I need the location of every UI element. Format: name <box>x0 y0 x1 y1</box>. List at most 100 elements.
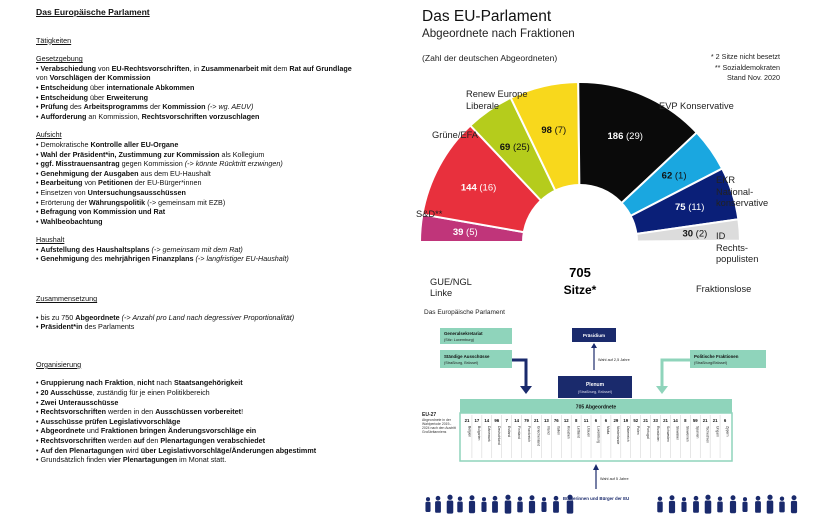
notes-run: im Monat statt. <box>177 455 227 465</box>
abgeordnete-label: 705 Abgeordnete <box>576 405 617 411</box>
plenum-box <box>558 376 632 398</box>
notes-run: • <box>36 207 41 217</box>
notes-item: • Grundsätzlich finden vier Plenartagung… <box>36 455 396 465</box>
notes-run: Währungspolitik <box>88 197 146 207</box>
country-name: Kroatien <box>567 426 571 439</box>
section-heading: Zusammensetzung <box>36 294 98 304</box>
total-label: Sitze* <box>564 283 597 297</box>
notes-run: nicht <box>137 378 155 388</box>
person-icon <box>435 495 441 513</box>
notes-run: Ausschüsse prüfen Legislativvorschläge <box>40 416 181 426</box>
chart-title: Das EU-Parlament <box>422 8 552 25</box>
infographic: Das EU-Parlament Abgeordnete nach Frakti… <box>400 0 828 518</box>
arrow-ausschuesse-head <box>520 386 532 394</box>
subsection-heading: Gesetzgebung <box>36 54 83 64</box>
label-gruene: Grüne/EFA <box>432 130 478 140</box>
notes-item: • Aufstellung des Haushaltsplans (-> gem… <box>36 245 396 255</box>
country-seats: 13 <box>544 418 549 423</box>
person-icon <box>504 494 512 514</box>
eu27-note: Abgeordnete in der Wahlperiode 2019–2024… <box>422 418 456 434</box>
notes-run: Aufforderung <box>40 111 87 121</box>
country-seats: 33 <box>653 418 658 423</box>
ausschuesse-sub: (Straßburg, Brüssel) <box>444 361 479 365</box>
countries-panel <box>459 412 733 462</box>
person-icon <box>528 495 536 514</box>
person-icon <box>457 496 463 513</box>
country-name: Lettland <box>576 426 580 438</box>
wahl-5-label: Wahl auf 5 Jahre <box>600 477 629 481</box>
notes-run: • <box>36 426 41 436</box>
notes-item: • Entscheidung über internationale Abkom… <box>36 83 396 93</box>
notes-item: • Genehmigung der Ausgaben aus dem EU-Ha… <box>36 169 396 179</box>
notes-run: von <box>36 73 50 83</box>
notes-run: Entscheidung <box>40 92 89 102</box>
label-id-line3: populisten <box>716 254 759 264</box>
notes-run: Befragung von Kommission und Rat <box>40 207 166 217</box>
notes-run: • Erörterung der <box>36 197 89 207</box>
country-seats: 59 <box>693 418 698 423</box>
notes-run: • bis zu 750 <box>36 312 76 322</box>
label-ekr-line1: EKR <box>716 175 736 185</box>
fraktionen-label: Politische Fraktionen <box>694 354 739 359</box>
notes-run: von <box>82 178 99 188</box>
country-seats: 17 <box>474 418 479 423</box>
notes-run: ggf. Misstrauensantrag <box>40 159 120 169</box>
label-ekr: EKR National- konservative <box>716 175 768 210</box>
pie-chart: 39 (5)144 (16)69 (25)98 (7)186 (29)62 (1… <box>418 80 742 300</box>
person-icon <box>779 496 785 513</box>
country-name: Deutschland <box>497 426 501 445</box>
parliament-diagram: Das Europäische Parlament Generalsekreta… <box>422 309 798 514</box>
notes-run: Genehmigung <box>40 254 89 264</box>
person-icon <box>681 497 687 512</box>
notes-item: • Einsetzen von Untersuchungsausschüssen <box>36 188 396 198</box>
fraktionen-box <box>690 350 766 368</box>
label-gue-line1: GUE/NGL <box>430 277 472 287</box>
notes-run: • <box>36 244 41 254</box>
section-heading: Tätigkeiten <box>36 35 72 45</box>
notes-item: • Ausschüsse prüfen Legislativvorschläge <box>36 417 396 427</box>
notes-run: Zusammenarbeit mit <box>201 63 272 73</box>
country-seats: 21 <box>465 418 470 423</box>
notes-section: Zusammensetzung • bis zu 750 Abgeordnete … <box>36 294 396 332</box>
person-icon <box>446 494 454 514</box>
eu27-note-wrap: Abgeordnete in der Wahlperiode 2019–2024… <box>422 418 456 434</box>
notes-run: der EU-Bürger*innen <box>132 178 202 188</box>
notes-run: • <box>36 388 41 398</box>
country-seats: 76 <box>554 418 559 423</box>
country-name: Ungarn <box>715 426 719 437</box>
notes-run: • <box>36 436 41 445</box>
country-name: Malta <box>606 426 610 434</box>
label-renew: Renew Europe Liberale <box>466 89 528 112</box>
notes-item: • Befragung von Kommission und Rat <box>36 207 396 217</box>
notes-run: Präsident*in <box>40 322 83 332</box>
notes-run: • <box>36 159 41 169</box>
person-icon <box>668 495 676 514</box>
slice-label: 30 (2) <box>682 228 707 239</box>
notes-run: EU-Rechtsvorschriften <box>111 63 190 73</box>
wahl-25-label: Wahl auf 2,5 Jahre <box>598 358 630 362</box>
notes-run: Verabschiedung <box>40 63 97 73</box>
arrow-ausschuesse <box>512 358 528 388</box>
notes-run: • <box>36 407 41 417</box>
notes-subsection: Aufsicht• Demokratische Kontrolle aller … <box>36 130 396 226</box>
notes-section: Organisierung• Gruppierung nach Fraktion… <box>36 360 396 465</box>
chart-footnotes: * 2 Sitze nicht besetzt ** Sozialdemokra… <box>690 52 780 84</box>
notes-item: von Vorschlägen der Kommission <box>36 73 396 83</box>
notes-run: internationale Abkommen <box>106 82 195 92</box>
notes-item: • Aufforderung an Kommission, Rechtsvors… <box>36 112 396 122</box>
country-name: Rumänien <box>656 426 660 442</box>
notes-run: Entscheidung <box>40 82 89 92</box>
person-icon <box>657 496 663 513</box>
person-icon <box>704 494 712 514</box>
country-name: Schweden <box>666 426 670 442</box>
notes-run: Genehmigung der Ausgaben <box>40 168 139 178</box>
person-icon <box>425 497 431 512</box>
country-seats: 7 <box>505 418 508 423</box>
notes-run: Vorschlägen der Kommission <box>49 73 151 83</box>
country-seats: 6 <box>595 418 598 423</box>
person-icon <box>790 495 798 514</box>
notes-item: • Gruppierung nach Fraktion, nicht nach … <box>36 378 396 388</box>
notes-item: • bis zu 750 Abgeordnete (-> Anzahl pro … <box>36 313 396 323</box>
country-seats: 21 <box>643 418 648 423</box>
person-icon <box>492 495 498 513</box>
